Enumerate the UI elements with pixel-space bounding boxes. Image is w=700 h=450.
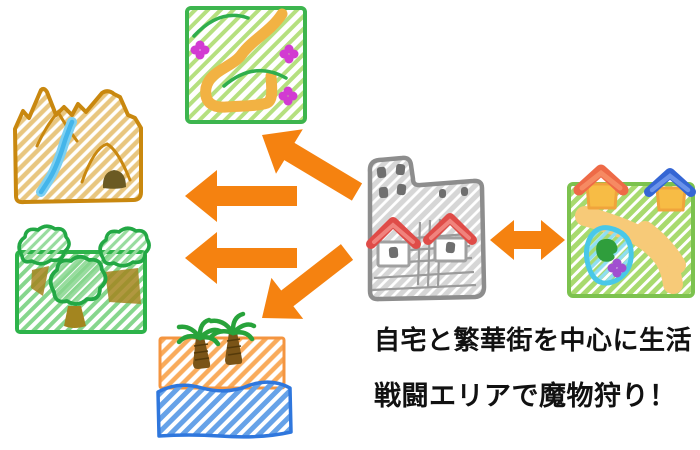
tower-windows <box>376 163 468 199</box>
hedge-arc-bottom <box>222 68 288 88</box>
sea-water <box>156 380 293 439</box>
cave-icon <box>102 170 126 189</box>
hedge-arc-top <box>192 13 250 38</box>
palm-tree-icon <box>176 317 223 369</box>
mountain-area-icon <box>13 86 143 205</box>
flower-icon <box>190 40 210 60</box>
underbrush-patch <box>105 268 141 304</box>
beach-area-icon <box>156 311 293 439</box>
house-icon <box>366 217 421 268</box>
sand <box>158 336 286 390</box>
house-icon <box>644 168 696 212</box>
house-icon <box>573 164 629 210</box>
town-path <box>636 221 686 274</box>
flower-icon <box>279 44 299 64</box>
underbrush-patch <box>31 266 49 296</box>
park-map-icon <box>185 6 307 124</box>
downtown-map-icon <box>567 164 696 298</box>
home-city-icon <box>366 155 487 302</box>
arrow-home-to-mountain <box>185 170 297 222</box>
palm-tree-icon <box>208 311 257 365</box>
tree-canopy <box>48 254 108 306</box>
arrow-home-to-park <box>262 129 363 201</box>
forest-area-icon <box>15 224 151 334</box>
pond-bush <box>596 238 618 262</box>
waterfall-core <box>38 119 75 195</box>
arrow-home-to-forest <box>185 232 297 284</box>
house-icon <box>423 213 477 263</box>
inner-hill <box>80 142 132 184</box>
tree-trunk <box>64 306 86 328</box>
garden-path <box>200 8 288 113</box>
caption-line1: 自宅と繁華街を中心に生活 <box>374 326 693 356</box>
flower-icon <box>278 86 298 106</box>
arrow-home-downtown <box>490 220 565 260</box>
flower-icon <box>607 258 627 278</box>
tree-canopy <box>98 226 151 268</box>
tree-canopy <box>17 224 71 266</box>
caption-line2: 戦闘エリアで魔物狩り！ <box>374 381 677 412</box>
